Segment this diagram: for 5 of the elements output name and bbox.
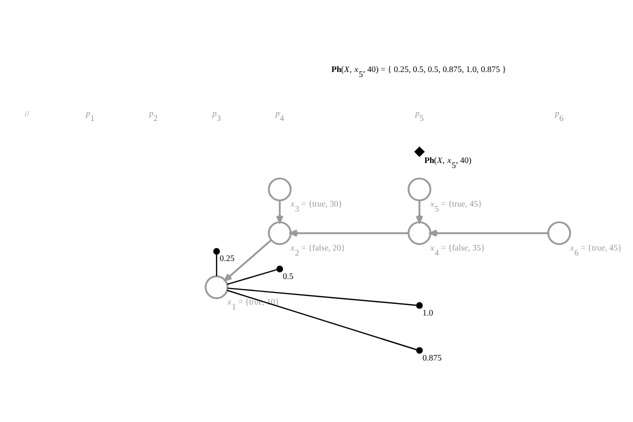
node-label: 0.5	[282, 270, 294, 281]
label: //	[24, 108, 30, 118]
node-label: 0.25	[220, 253, 234, 264]
node-label: 1.0	[422, 307, 434, 318]
node-label: 0.875	[422, 352, 442, 362]
